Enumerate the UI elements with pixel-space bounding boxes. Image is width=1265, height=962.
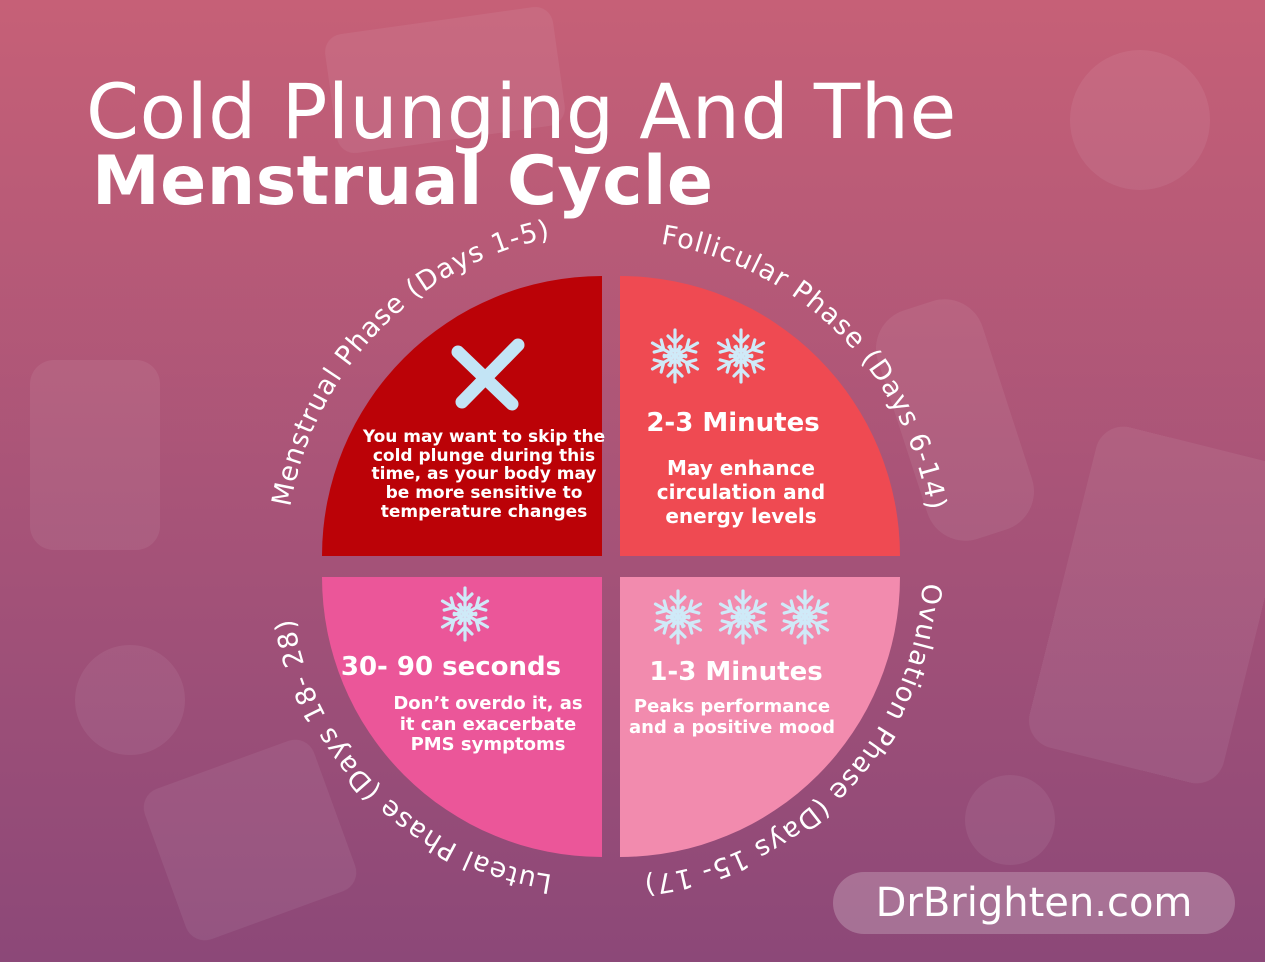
website-badge xyxy=(833,872,1235,934)
ovulation-quadrant xyxy=(620,577,900,857)
title-line-2: Menstrual Cycle xyxy=(92,142,714,221)
website-link[interactable]: DrBrighten.com xyxy=(875,880,1193,926)
title-line-1: Cold Plunging And The xyxy=(86,67,957,156)
luteal-quadrant xyxy=(322,577,602,857)
luteal-description: Don’t overdo it, as it can exacerbate PM… xyxy=(393,693,583,756)
follicular-duration: 2-3 Minutes xyxy=(646,408,820,438)
luteal-duration: 30- 90 seconds xyxy=(340,652,562,682)
follicular-description: May enhance circulation and energy level… xyxy=(656,456,826,528)
cross-icon xyxy=(451,338,525,411)
menstrual-description: You may want to skip the cold plunge dur… xyxy=(362,427,606,522)
ovulation-duration: 1-3 Minutes xyxy=(649,657,823,687)
ovulation-description: Peaks performance and a positive mood xyxy=(628,696,835,738)
menstrual-quadrant xyxy=(322,276,602,556)
